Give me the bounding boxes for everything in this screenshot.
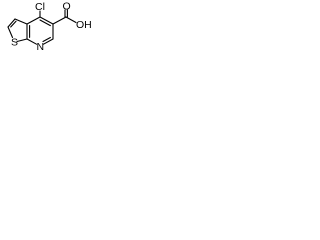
bond-n-c7a <box>26 38 38 45</box>
bond-c6-n <box>42 38 54 45</box>
bond-c3a-c4 <box>26 16 41 25</box>
bond-c4-c5 <box>39 16 54 25</box>
atom-chlorine: Cl <box>35 1 45 13</box>
structure-diagram: S N Cl O OH <box>7 1 92 54</box>
bond-s-c2 <box>7 26 14 39</box>
atom-nitrogen: N <box>37 41 45 53</box>
bond-c3-c3a <box>14 18 28 25</box>
atom-labels: S N Cl O OH <box>11 1 92 54</box>
bond-c2-c3 <box>7 18 16 28</box>
bond-c5-cooh <box>52 16 67 25</box>
bonds <box>7 9 77 45</box>
atom-carbonyl-oxygen: O <box>63 1 71 13</box>
atom-sulfur: S <box>11 37 18 49</box>
bond-c6-n-inner <box>42 36 51 43</box>
bond-c4-c5-inner <box>39 19 51 27</box>
bond-c-oh <box>65 16 77 24</box>
bond-c7a-s <box>16 38 28 43</box>
atom-hydroxyl: OH <box>76 19 92 31</box>
bond-c2-c3-inner <box>10 20 17 28</box>
